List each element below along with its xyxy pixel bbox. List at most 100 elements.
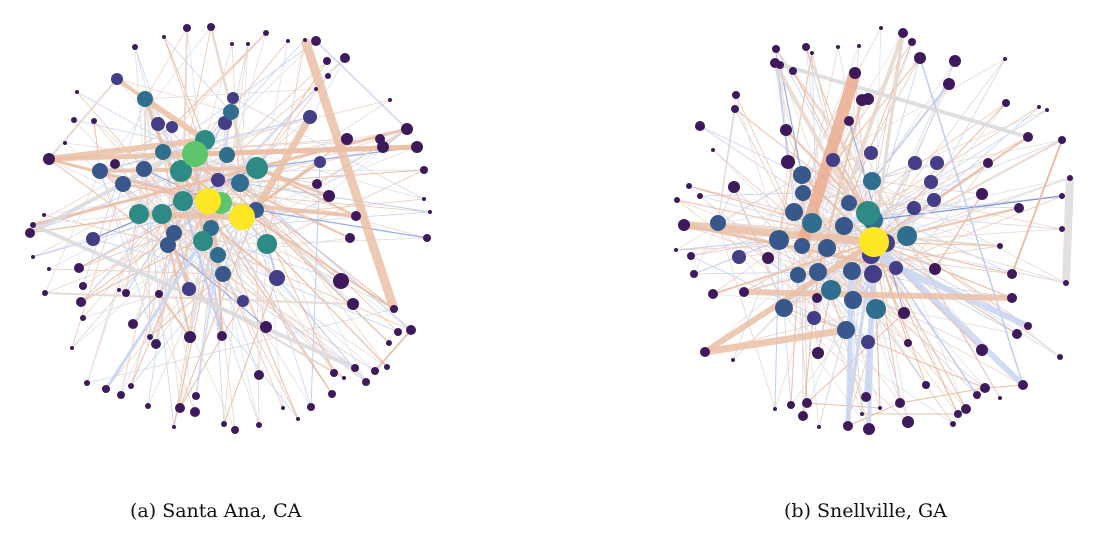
network-edge (194, 116, 311, 155)
network-edge (182, 200, 223, 337)
network-node (63, 141, 67, 145)
network-edge (717, 222, 1001, 247)
network-node (230, 42, 234, 46)
network-edge (712, 241, 875, 295)
network-node (762, 252, 774, 264)
network-node (80, 315, 86, 321)
network-node (328, 390, 336, 398)
network-node (710, 215, 726, 231)
network-node (864, 265, 882, 283)
network-edge (255, 209, 342, 282)
network-node (345, 233, 355, 243)
network-node (323, 190, 335, 202)
network-node (314, 156, 326, 168)
network-edge (167, 26, 212, 246)
network-node (231, 426, 239, 434)
network-edge (163, 36, 206, 141)
network-node (798, 411, 808, 421)
network-node (983, 158, 993, 168)
network-node (998, 396, 1002, 400)
network-panel-snellville: (b) Snellville, GA (650, 0, 1110, 542)
network-edge (845, 60, 956, 331)
network-graph-santa-ana (25, 23, 432, 434)
network-node (908, 156, 922, 170)
network-edge (848, 41, 913, 204)
network-edge (374, 329, 412, 372)
network-edge (86, 213, 140, 384)
network-edge (223, 277, 278, 425)
network-node (780, 124, 792, 136)
network-node (1014, 203, 1024, 213)
network-edge (207, 200, 299, 420)
network-edge (160, 213, 191, 290)
network-edge (717, 222, 776, 410)
network-edge (125, 168, 145, 294)
network-node (351, 211, 361, 221)
network-edge (125, 240, 204, 294)
network-node (303, 38, 307, 42)
network-edge (984, 384, 1024, 389)
network-edge (162, 40, 317, 153)
network-edge (906, 235, 1067, 284)
network-node (769, 230, 789, 250)
network-node (221, 421, 227, 427)
network-node (137, 91, 153, 107)
network-edge (44, 170, 101, 294)
network-node (686, 183, 692, 189)
network-node (207, 23, 215, 31)
network-node (323, 57, 331, 65)
network-node (111, 73, 123, 85)
network-node (954, 410, 962, 418)
network-node (980, 383, 990, 393)
network-node (731, 105, 739, 113)
network-edge (222, 273, 376, 372)
network-node (821, 280, 841, 300)
network-edge (871, 109, 1048, 182)
network-node (132, 44, 138, 50)
network-node (190, 407, 200, 417)
network-node (128, 319, 138, 329)
network-node (76, 297, 86, 307)
network-node (807, 311, 821, 325)
network-node (898, 307, 910, 319)
network-edge (195, 254, 219, 397)
network-node (674, 248, 678, 252)
network-node (428, 210, 432, 214)
network-node (128, 383, 134, 389)
network-node (210, 247, 226, 263)
network-edge (873, 241, 1067, 284)
network-node (227, 92, 239, 104)
network-node (151, 339, 161, 349)
network-edge (778, 161, 789, 241)
network-node (192, 392, 200, 400)
network-edge (813, 247, 828, 319)
network-edge (875, 308, 927, 386)
network-edge (817, 289, 832, 354)
network-edge (872, 177, 1071, 221)
network-edge (48, 158, 163, 215)
network-node (166, 121, 178, 133)
network-edge (310, 161, 321, 408)
network-node (924, 175, 938, 189)
network-node (136, 161, 152, 177)
network-node (902, 416, 914, 428)
network-node (793, 166, 811, 184)
network-node (809, 263, 827, 281)
network-node (976, 188, 988, 200)
network-node (172, 425, 176, 429)
network-node (843, 262, 861, 280)
network-edge (82, 98, 146, 287)
network-node (377, 141, 389, 153)
network-edge (239, 43, 249, 184)
network-node (790, 267, 806, 283)
network-node (122, 289, 130, 297)
network-edge (130, 273, 224, 387)
network-node (341, 133, 353, 145)
network-node (695, 121, 705, 131)
network-edge (48, 78, 118, 160)
network-edge (872, 32, 905, 243)
network-edge (223, 216, 243, 425)
network-node (173, 191, 193, 211)
network-node (155, 290, 163, 298)
network-node (898, 28, 908, 38)
